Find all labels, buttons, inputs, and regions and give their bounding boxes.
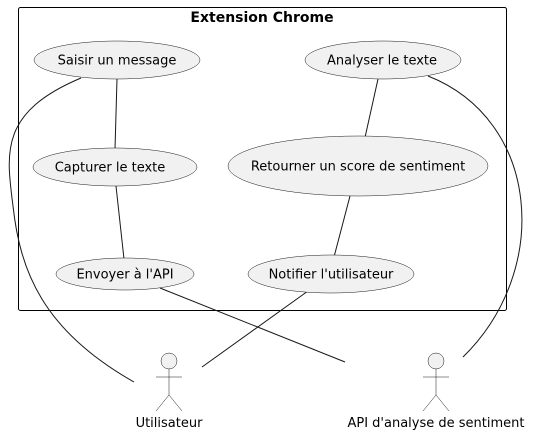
usecase-envoyer: Envoyer à l'API (55, 257, 195, 291)
usecase-capturer: Capturer le texte (32, 147, 198, 187)
usecase-saisir-ellipse (33, 40, 201, 80)
usecase-analyser: Analyser le texte (304, 40, 462, 80)
link-saisir-capturer (114, 78, 118, 150)
usecase-notifier-ellipse (247, 254, 415, 294)
usecase-saisir-label: Saisir un message (58, 54, 177, 69)
usecase-retourner-label: Retourner un score de sentiment (251, 160, 465, 175)
usecase-envoyer-label: Envoyer à l'API (76, 268, 173, 283)
usecase-retourner: Retourner un score de sentiment (227, 135, 489, 197)
usecase-retourner-ellipse (227, 135, 489, 197)
stick-figure-icon (155, 352, 183, 412)
actor-api-label: API d'analyse de sentiment (347, 416, 524, 431)
link-analyser-retourner (363, 78, 379, 143)
link-saisir-utilisateur (8, 77, 135, 383)
link-envoyer-api (159, 287, 346, 363)
usecase-capturer-label: Capturer le texte (55, 161, 166, 176)
actor-utilisateur-label: Utilisateur (136, 416, 204, 431)
link-notifier-utilisateur (201, 290, 309, 368)
link-retourner-notifier (333, 195, 351, 258)
link-analyser-api (427, 75, 523, 358)
actor-utilisateur: Utilisateur (136, 352, 204, 431)
usecase-saisir: Saisir un message (33, 40, 201, 80)
usecase-analyser-ellipse (304, 40, 462, 80)
system-boundary: Extension Chrome (18, 7, 507, 311)
usecase-capturer-ellipse (32, 147, 198, 187)
usecase-envoyer-ellipse (55, 257, 195, 291)
link-capturer-envoyer (115, 185, 125, 260)
boundary-title: Extension Chrome (190, 10, 333, 26)
usecase-notifier-label: Notifier l'utilisateur (269, 268, 394, 283)
usecase-analyser-label: Analyser le texte (327, 54, 437, 69)
usecase-notifier: Notifier l'utilisateur (247, 254, 415, 294)
stick-figure-icon (422, 352, 450, 412)
actor-api: API d'analyse de sentiment (347, 352, 525, 431)
connectors (8, 75, 523, 383)
boundary-frame (18, 7, 507, 311)
